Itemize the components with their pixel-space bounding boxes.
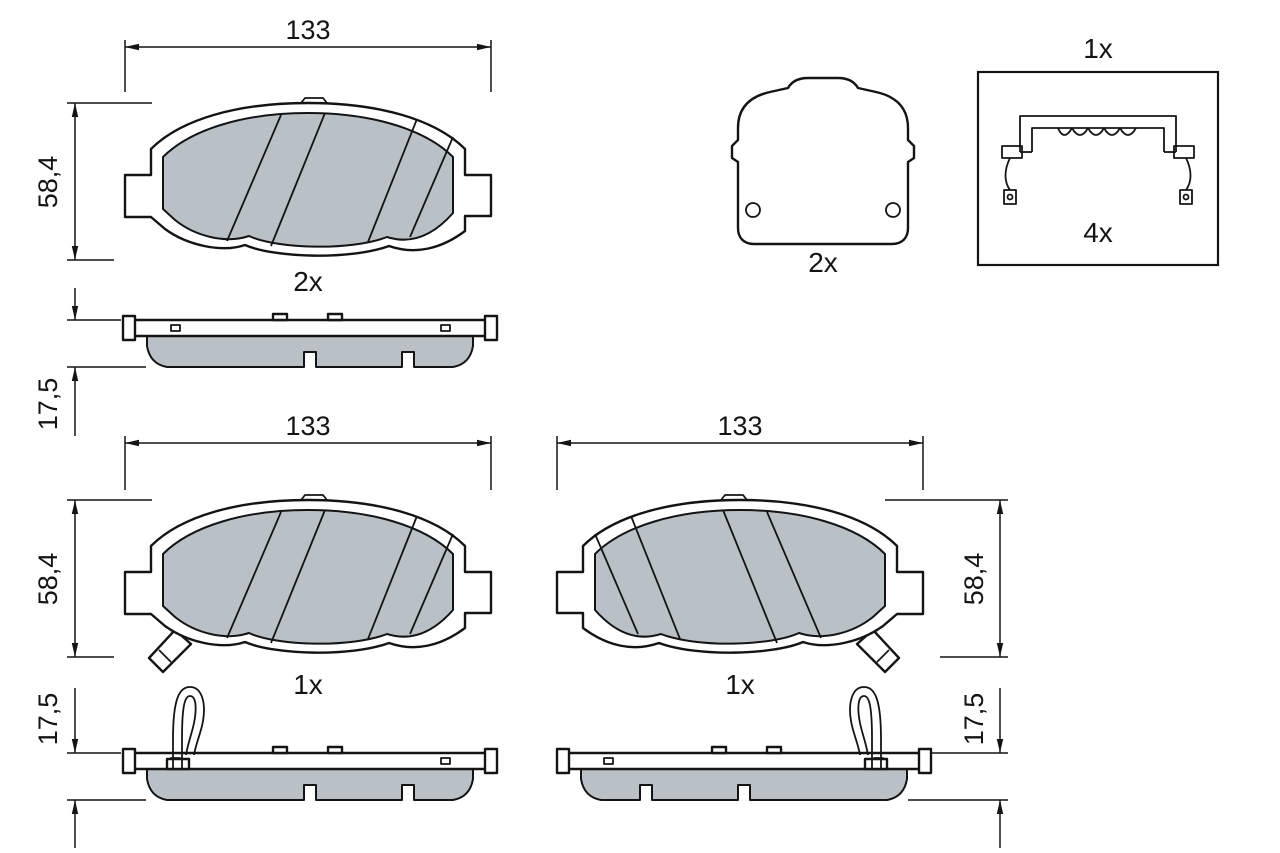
clip-arm-left: [1004, 157, 1011, 191]
brake-pad-side-right: [555, 685, 933, 802]
dim-label-height-top: 58,4: [33, 156, 63, 209]
dimension-height-top: [67, 102, 152, 261]
dimension-thickness-right: [908, 688, 1008, 848]
clip-rail-inner: [1031, 127, 1165, 152]
clip-spring-wave: [1057, 127, 1137, 136]
view-top-pad-front: 133 58,4 2x: [33, 15, 493, 297]
dim-label-thickness-right: 17,5: [959, 693, 989, 746]
quantity-label-carrier-plate: 2x: [808, 247, 838, 278]
clip-pin-right: [1179, 189, 1193, 205]
quantity-label-top-pad: 2x: [293, 266, 323, 297]
dimension-height-left: [67, 499, 152, 658]
dimension-width-right: [556, 436, 924, 490]
view-left-pad-front: 133 58,4 1x: [33, 411, 493, 700]
clip-pin-left: [1003, 189, 1017, 205]
view-right-pad-side: 17,5: [555, 685, 1008, 848]
accessory-kit-box: [976, 70, 1220, 267]
brake-pad-front-top: [123, 96, 493, 257]
dim-label-width-right: 133: [717, 411, 762, 441]
dimension-height-right: [885, 499, 1008, 658]
abutment-clip-drawing: [1001, 115, 1195, 205]
clip-pin-dot-left: [1006, 193, 1014, 201]
clip-flange-left: [1001, 145, 1023, 159]
dimension-width-top: [124, 40, 492, 92]
quantity-label-kit: 1x: [1083, 33, 1113, 64]
pad-shape-left: [123, 493, 493, 654]
quantity-label-clips: 4x: [1083, 217, 1113, 248]
view-accessory-kit: 1x 4x: [976, 33, 1220, 267]
brake-pad-front-right: [555, 493, 925, 674]
view-carrier-plate: 2x: [730, 76, 916, 278]
dim-label-thickness-top: 17,5: [33, 378, 63, 431]
rivet-hole-left: [745, 202, 761, 218]
brake-pad-side-top: [121, 312, 499, 369]
pad-shape-right: [555, 493, 925, 654]
dimension-thickness-left: [67, 688, 146, 848]
dim-label-width-top: 133: [285, 15, 330, 45]
clip-pin-dot-right: [1182, 193, 1190, 201]
quantity-label-left-pad: 1x: [293, 669, 323, 700]
clip-rail-outer: [1019, 115, 1177, 152]
brake-pad-side-left: [121, 685, 499, 802]
dim-label-height-right: 58,4: [959, 553, 989, 606]
view-top-pad-side: 17,5: [33, 288, 499, 436]
rivet-hole-right: [885, 202, 901, 218]
dim-label-width-left: 133: [285, 411, 330, 441]
side-shape-left: [121, 745, 499, 802]
side-shape-right: [555, 745, 933, 802]
dim-label-height-left: 58,4: [33, 553, 63, 606]
carrier-plate-outline: [730, 76, 916, 246]
quantity-label-right-pad: 1x: [725, 669, 755, 700]
clip-flange-right: [1173, 145, 1195, 159]
dimension-width-left: [124, 436, 492, 490]
view-left-pad-side: 17,5: [33, 685, 499, 848]
clip-arm-right: [1185, 157, 1192, 191]
dimension-thickness-top: [67, 288, 146, 436]
dim-label-thickness-left: 17,5: [33, 693, 63, 746]
view-right-pad-front: 133 58,4 1x: [555, 411, 1008, 700]
brake-pad-front-left: [123, 493, 493, 674]
